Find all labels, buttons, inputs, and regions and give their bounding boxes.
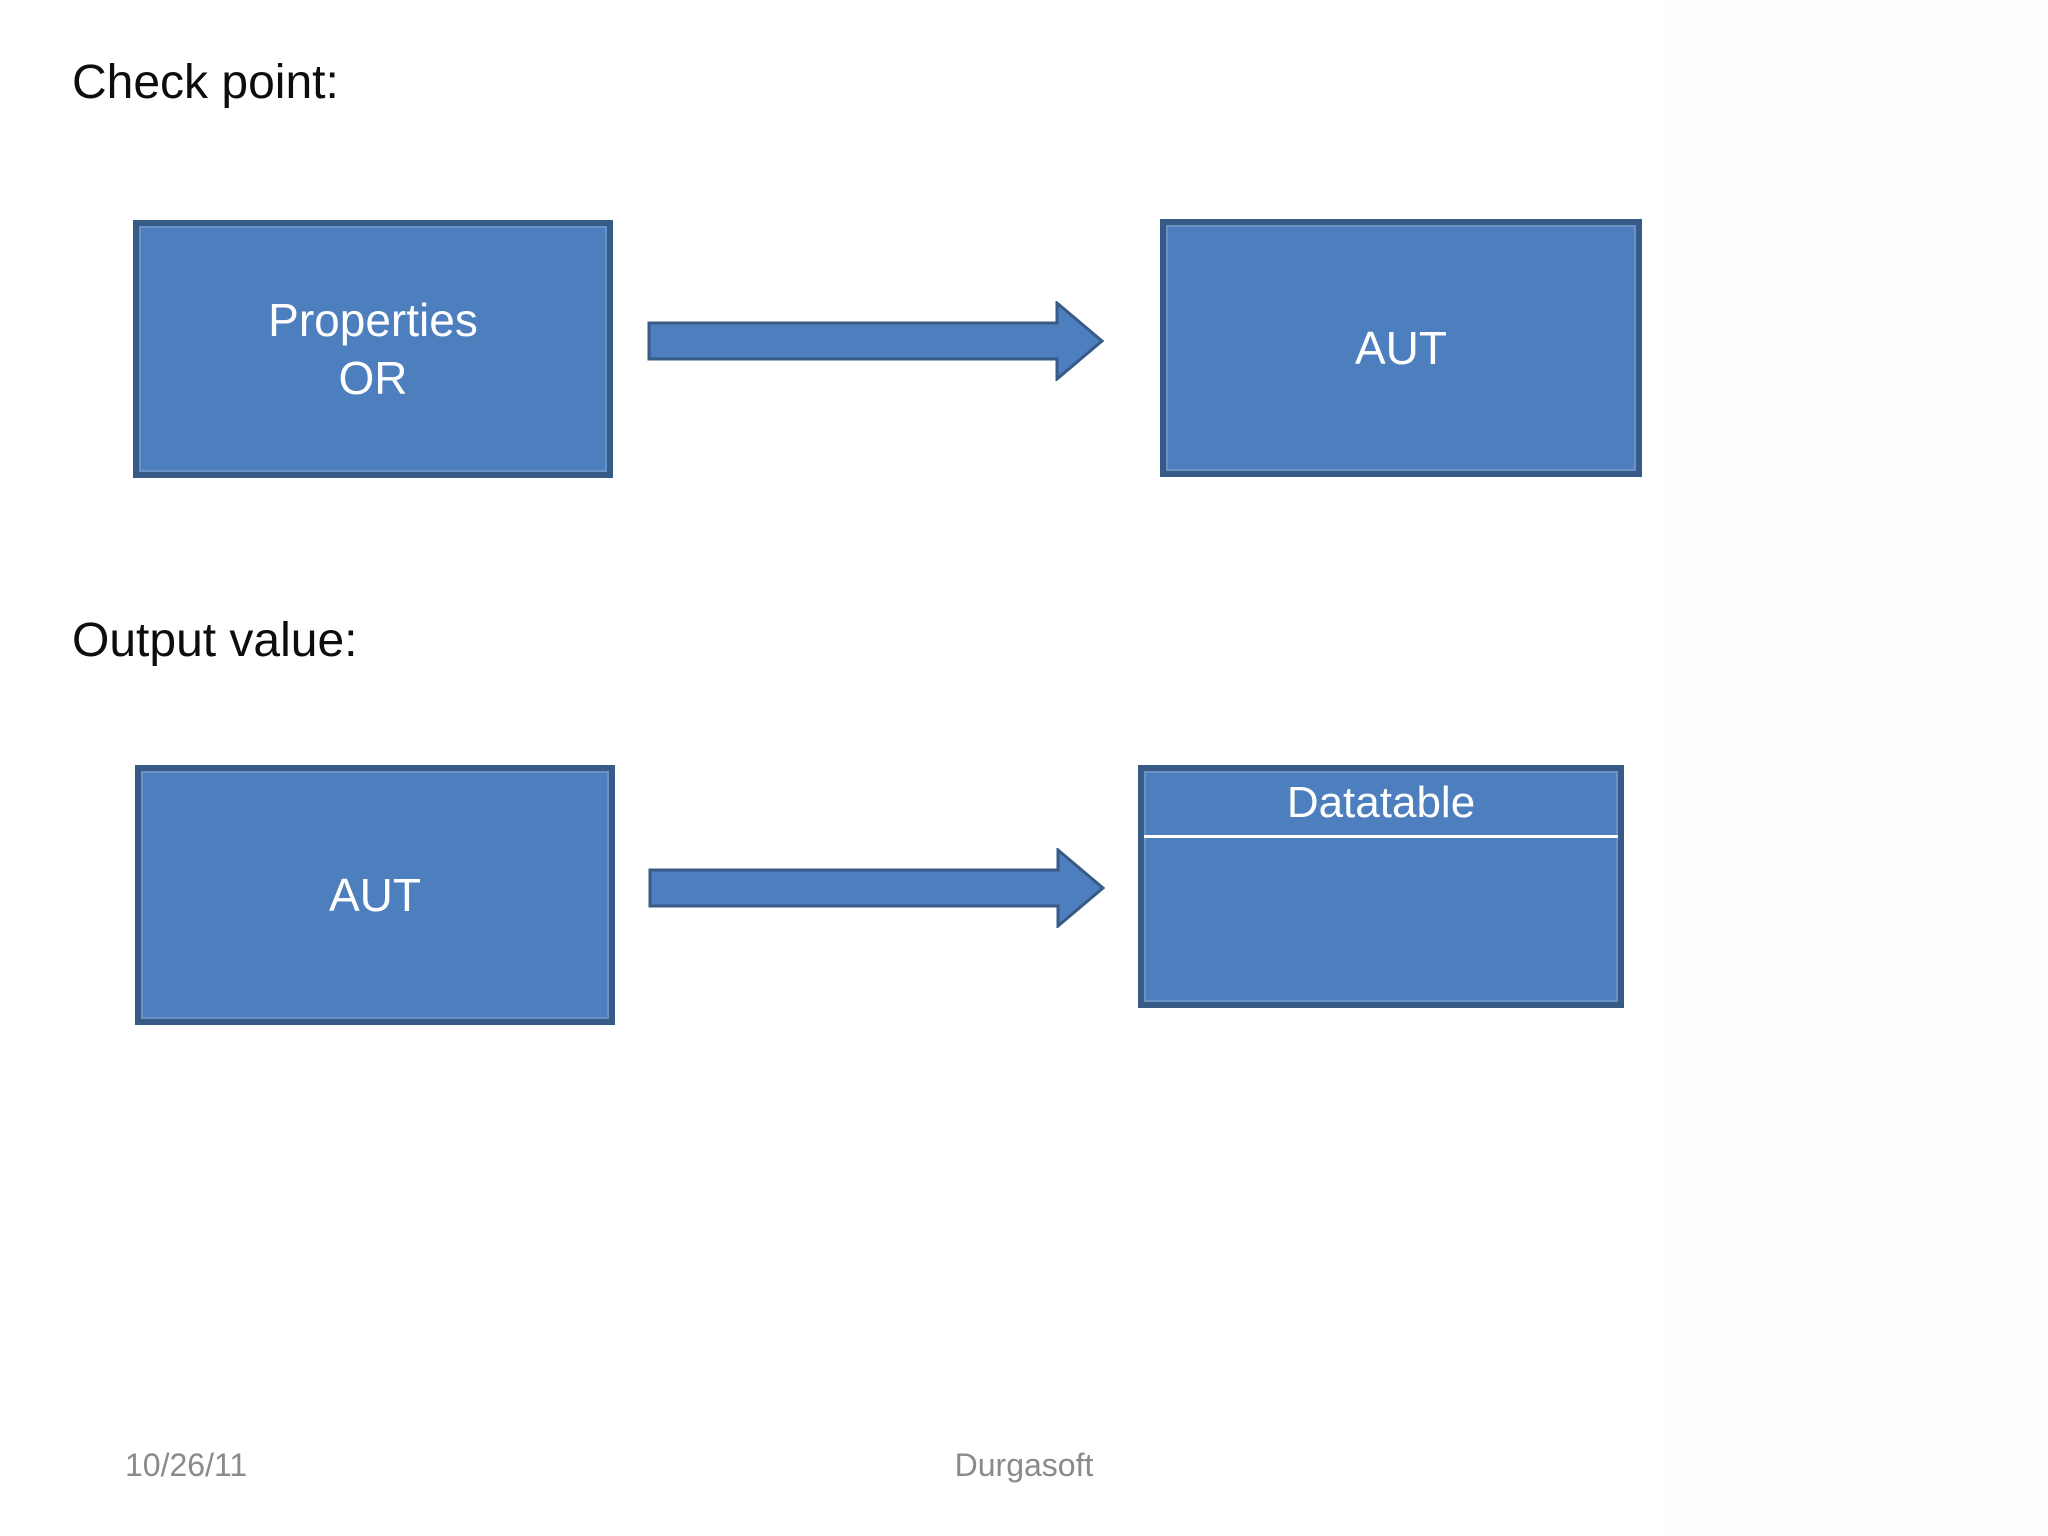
flow-arrow-icon [648,848,1106,928]
datatable-box: Datatable [1138,765,1624,1008]
aut-box-checkpoint-label: AUT [1355,322,1447,374]
properties-or-box-label-line1: Properties [268,294,478,346]
aut-box-output-label: AUT [329,869,421,921]
footer-brand: Durgasoft [954,1447,1094,1483]
background-band [1664,0,2048,1536]
footer-date: 10/26/11 [125,1447,248,1483]
output-value-heading: Output value: [72,614,358,667]
checkpoint-heading: Check point: [72,56,339,109]
aut-box-output: AUT [135,765,615,1025]
properties-or-box-label-line2: OR [338,352,408,404]
flow-arrow-icon [647,301,1105,381]
datatable-divider [1144,835,1618,838]
aut-box-checkpoint: AUT [1160,219,1642,477]
properties-or-box: Properties OR [133,220,613,478]
datatable-box-title: Datatable [1286,778,1476,827]
